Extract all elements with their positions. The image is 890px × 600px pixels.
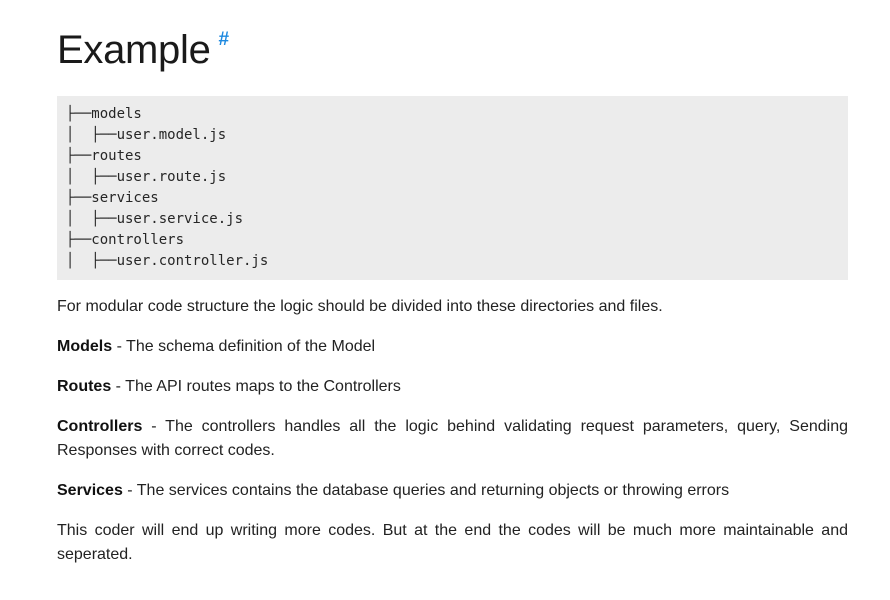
code-line: ├──services (66, 190, 159, 206)
services-term: Services (57, 482, 123, 499)
section-heading: Example # (57, 28, 229, 73)
code-line: │ ├──user.controller.js (66, 253, 269, 269)
routes-definition: Routes - The API routes maps to the Cont… (57, 375, 848, 399)
heading-title: Example (57, 28, 211, 72)
code-line: ├──models (66, 106, 142, 122)
closing-paragraph: This coder will end up writing more code… (57, 522, 848, 563)
controllers-term: Controllers (57, 418, 143, 435)
routes-description: - The API routes maps to the Controllers (111, 378, 401, 395)
intro-paragraph: For modular code structure the logic sho… (57, 298, 663, 315)
code-line: ├──controllers (66, 232, 185, 248)
services-description: - The services contains the database que… (122, 482, 730, 499)
directory-tree-code-block: ├──models │ ├──user.model.js ├──routes │… (57, 96, 848, 280)
services-definition: Services - The services contains the dat… (57, 479, 848, 503)
code-line: │ ├──user.model.js (66, 127, 227, 143)
models-description: - The schema definition of the Model (112, 338, 376, 355)
controllers-definition: Controllers - The controllers handles al… (57, 415, 848, 463)
routes-term: Routes (57, 378, 112, 395)
controllers-description: - The controllers handles all the logic … (57, 418, 848, 459)
heading-anchor-link[interactable]: # (218, 29, 230, 50)
code-line: │ ├──user.service.js (66, 211, 244, 227)
models-definition: Models - The schema definition of the Mo… (57, 335, 848, 359)
code-line: ├──routes (66, 148, 142, 164)
models-term: Models (57, 338, 113, 355)
code-line: │ ├──user.route.js (66, 169, 227, 185)
